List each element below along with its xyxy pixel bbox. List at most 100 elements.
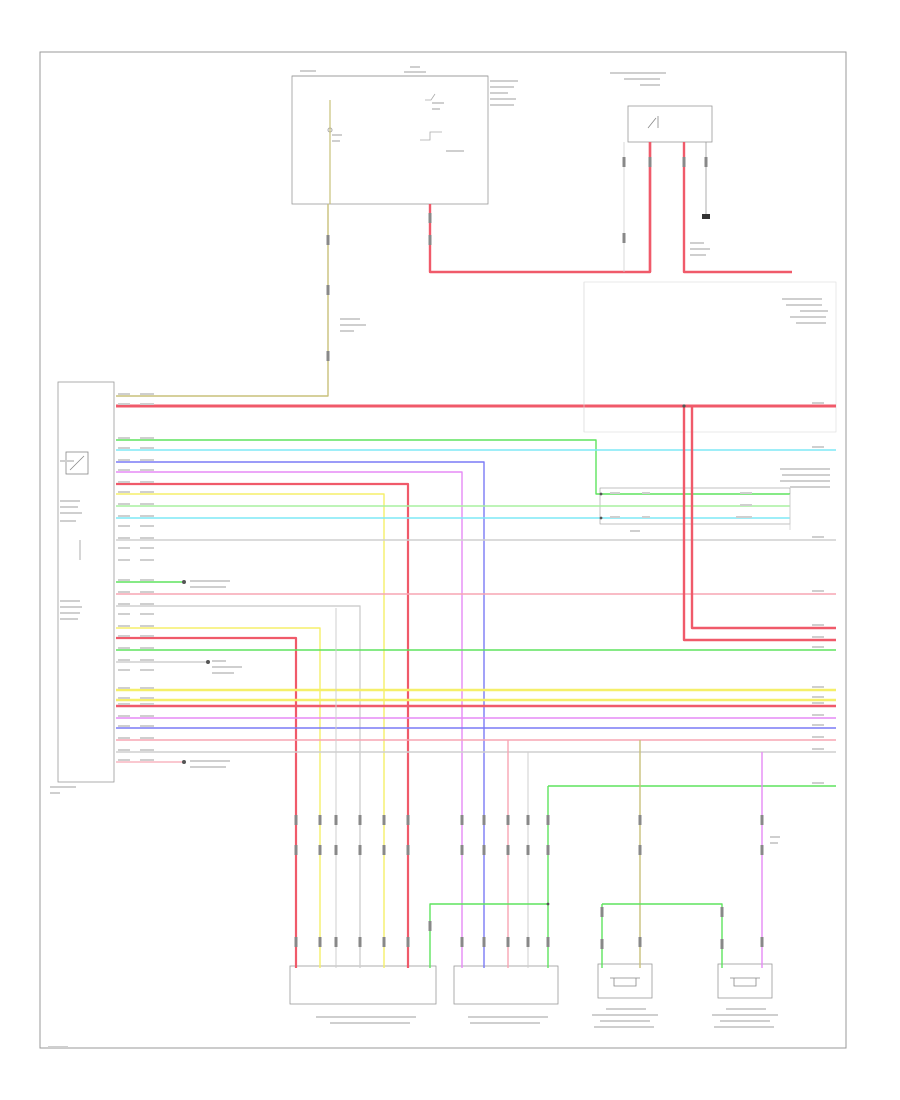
- label-bar: [140, 715, 154, 717]
- label-bar: [118, 515, 130, 517]
- label-bar: [468, 1016, 548, 1018]
- label-bar: [118, 669, 130, 671]
- connector-mark: [760, 845, 764, 855]
- top-module-contact-icon: [425, 93, 436, 101]
- label-bar: [714, 1026, 774, 1028]
- label-bar: [140, 547, 154, 549]
- label-bar: [140, 697, 154, 699]
- label-bar: [118, 647, 130, 649]
- connector-mark: [358, 845, 362, 855]
- label-bar: [118, 437, 130, 439]
- connector-mark: [294, 845, 298, 855]
- label-bar: [410, 66, 420, 68]
- label-bar: [118, 579, 130, 581]
- label-bar: [118, 559, 130, 561]
- label-bar: [340, 330, 354, 332]
- connector-mark: [682, 157, 686, 167]
- label-bar: [118, 603, 130, 605]
- connector-mark: [318, 845, 322, 855]
- label-bar: [606, 1008, 646, 1010]
- connector-mark: [482, 845, 486, 855]
- connector-mark: [506, 845, 510, 855]
- label-bar: [812, 402, 824, 404]
- connector-mark: [720, 939, 724, 949]
- label-bar: [140, 437, 154, 439]
- connector-mark: [546, 845, 550, 855]
- label-bar: [60, 612, 80, 614]
- top-module-box: [291, 75, 489, 205]
- label-bar: [812, 536, 824, 538]
- label-bar: [740, 492, 752, 494]
- label-bar: [642, 492, 650, 494]
- connector-mark: [406, 815, 410, 825]
- label-bar: [330, 1022, 410, 1024]
- label-bar: [490, 80, 518, 82]
- label-bar: [490, 104, 514, 106]
- label-bar: [48, 1046, 68, 1048]
- label-bar: [800, 310, 828, 312]
- label-bar: [812, 646, 824, 648]
- connector-mark: [600, 907, 604, 917]
- connector-mark: [622, 233, 626, 243]
- label-bar: [446, 150, 464, 152]
- label-bar: [50, 792, 60, 794]
- connector-mark: [638, 845, 642, 855]
- connector-mark: [600, 939, 604, 949]
- connector-mark: [326, 351, 330, 361]
- connector-mark: [428, 235, 432, 245]
- wire-run-4: [690, 406, 836, 630]
- top-right-switch-box: [627, 105, 713, 143]
- label-bar: [812, 782, 824, 784]
- label-bar: [212, 672, 234, 674]
- label-bar: [690, 248, 710, 250]
- wire-w16: [116, 636, 298, 968]
- label-bar: [640, 84, 660, 86]
- label-bar: [140, 703, 154, 705]
- label-bar: [60, 618, 78, 620]
- wire-run-12: [601, 903, 723, 968]
- bottom-sensor-box-1: [597, 963, 653, 999]
- label-bar: [490, 92, 508, 94]
- connector-mark: [318, 937, 322, 947]
- wires-group: [116, 142, 836, 968]
- connector-mark: [358, 815, 362, 825]
- connector-mark: [526, 845, 530, 855]
- label-bar: [770, 842, 778, 844]
- wire-w3: [116, 439, 790, 495]
- label-bar: [630, 530, 640, 532]
- connector-mark: [460, 815, 464, 825]
- label-bar: [690, 254, 706, 256]
- diagram-frame: [39, 51, 847, 1049]
- label-bar: [490, 86, 514, 88]
- label-bar: [118, 491, 130, 493]
- label-bars-group: [48, 66, 830, 1048]
- label-bar: [140, 659, 154, 661]
- wire-w6: [116, 471, 463, 968]
- top-right-switch-icon: [647, 116, 659, 129]
- label-bar: [118, 403, 130, 405]
- label-bar: [140, 647, 154, 649]
- label-bar: [642, 516, 650, 518]
- label-bar: [812, 702, 824, 704]
- label-bar: [780, 480, 830, 482]
- connector-mark: [358, 937, 362, 947]
- label-bar: [190, 760, 230, 762]
- label-bar: [594, 1026, 654, 1028]
- wire-w7: [116, 482, 410, 968]
- label-bar: [190, 766, 226, 768]
- label-bar: [610, 72, 666, 74]
- connector-mark: [460, 845, 464, 855]
- connector-mark: [546, 815, 550, 825]
- label-bar: [720, 1020, 770, 1022]
- label-bar: [212, 660, 226, 662]
- label-bar: [812, 590, 824, 592]
- sensor-icon-2: [730, 977, 760, 987]
- top-module-relay-icon: [420, 131, 442, 141]
- connector-mark: [326, 285, 330, 295]
- label-bar: [140, 525, 154, 527]
- connector-mark: [294, 937, 298, 947]
- connector-mark: [482, 815, 486, 825]
- connector-marks-group: [294, 157, 764, 949]
- label-bar: [340, 318, 360, 320]
- label-bar: [190, 586, 226, 588]
